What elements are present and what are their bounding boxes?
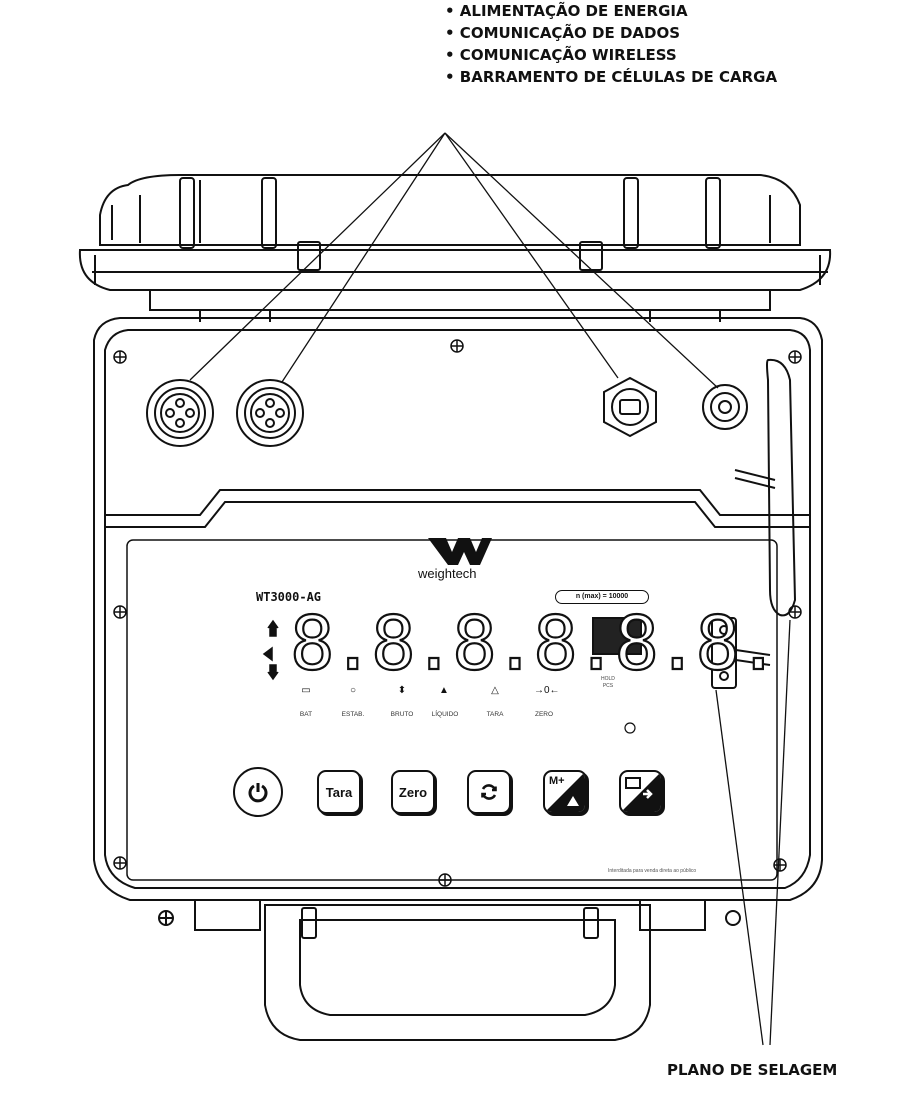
callout-leaders [189, 132, 791, 1046]
tare-icon: △ [491, 685, 499, 696]
refresh-icon [481, 784, 497, 800]
pcs-label: PCS [602, 683, 614, 689]
handle [158, 900, 741, 1041]
display-status-box [592, 617, 642, 655]
model-name: WT3000-AG [256, 590, 322, 604]
battery-icon: ▭ [301, 685, 311, 696]
callout-list: • ALIMENTAÇÃO DE ENERGIA • COMUNICAÇÃO D… [445, 0, 777, 88]
weight-display-digits: 8.8.8.8.8.8. [289, 601, 782, 687]
net-icon: ▲ [439, 685, 449, 696]
sale-notice: Interditada para venda direta ao público [608, 868, 697, 874]
indicator-label: BAT [299, 711, 313, 718]
callout-item: • BARRAMENTO DE CÉLULAS DE CARGA [445, 68, 778, 86]
seal-plan-label: PLANO DE SELAGEM [667, 1061, 838, 1079]
memory-label: M+ [549, 775, 565, 787]
zero-icon: →0← [534, 685, 560, 696]
printer-icon [621, 772, 661, 812]
case-body [93, 317, 823, 901]
callout-item: • ALIMENTAÇÃO DE ENERGIA [445, 2, 688, 20]
antenna-port [702, 384, 748, 430]
cycle-button[interactable] [467, 770, 511, 814]
callout-item: • COMUNICAÇÃO WIRELESS [445, 46, 677, 64]
power-icon [248, 783, 268, 803]
brand-logo-icon [428, 538, 492, 565]
display-side-arrows [262, 619, 279, 681]
connector-4pin-right [236, 379, 304, 447]
usb-port [603, 376, 657, 438]
indicator-label: ZERO [534, 711, 554, 718]
brand-name: weightech [418, 566, 477, 581]
indicator-label: BRUTO [390, 711, 414, 718]
led-indicator [624, 722, 636, 734]
stable-icon: ○ [349, 685, 357, 696]
memory-net-icon [545, 772, 585, 812]
gross-icon: ⬍ [397, 685, 407, 696]
capacity-badge: n (max) = 10000 [555, 590, 649, 604]
print-button[interactable] [619, 770, 663, 814]
lid [78, 174, 832, 322]
hold-pcs-label: HOLD PCS [601, 676, 615, 690]
screw-icons [113, 339, 802, 887]
callout-item: • COMUNICAÇÃO DE DADOS [445, 24, 681, 42]
indicator-label: TARA [486, 711, 504, 718]
indicator-label: ESTAB. [341, 711, 365, 718]
tara-button[interactable]: Tara [317, 770, 361, 814]
power-button[interactable] [233, 767, 283, 817]
memory-button[interactable]: M+ [543, 770, 587, 814]
zero-button[interactable]: Zero [391, 770, 435, 814]
seal-cable [711, 358, 797, 689]
indicator-label: LÍQUIDO [431, 711, 459, 718]
hold-label: HOLD [601, 676, 615, 682]
connector-4pin-left [146, 379, 214, 447]
